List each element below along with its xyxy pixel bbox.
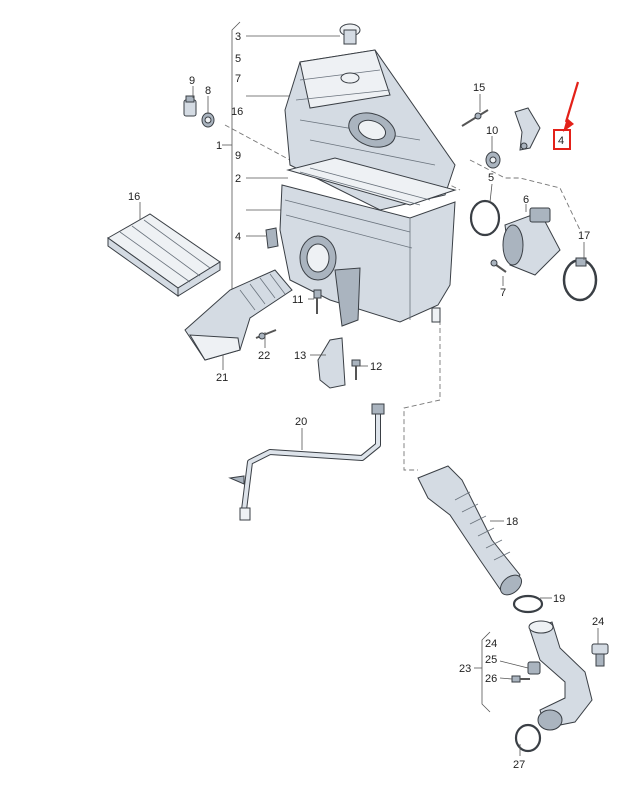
label-10: 10 bbox=[486, 125, 498, 137]
label-22: 22 bbox=[258, 350, 270, 362]
part-26-screw bbox=[511, 675, 530, 683]
bottom-bracket bbox=[474, 631, 529, 713]
label-24-right: 24 bbox=[592, 616, 604, 628]
part-22-screw bbox=[255, 329, 277, 340]
part-8-grommet bbox=[201, 112, 215, 128]
part-27-clamp bbox=[514, 723, 542, 753]
label-25: 25 bbox=[485, 654, 497, 666]
label-13: 13 bbox=[294, 350, 306, 362]
highlight-box bbox=[553, 129, 571, 150]
label-16-top: 16 bbox=[231, 106, 243, 118]
label-24: 24 bbox=[485, 638, 497, 650]
label-4-left: 4 bbox=[235, 231, 241, 243]
part-12-bolt bbox=[351, 359, 361, 380]
part-4-bracket bbox=[514, 107, 541, 151]
air-filter-housing-lower bbox=[279, 184, 456, 327]
red-arrowhead bbox=[563, 118, 574, 132]
part-23-charge-pipe bbox=[528, 620, 593, 731]
filter-element bbox=[286, 157, 457, 206]
label-5: 5 bbox=[488, 172, 494, 184]
label-5-top: 5 bbox=[235, 53, 241, 65]
part-4-clip bbox=[265, 227, 279, 249]
part-15-screw bbox=[461, 109, 489, 127]
label-27: 27 bbox=[513, 759, 525, 771]
part-20-hose bbox=[228, 403, 385, 521]
label-1: 1 bbox=[216, 140, 222, 152]
label-26: 26 bbox=[485, 673, 497, 685]
label-4-highlighted: 4 bbox=[558, 135, 564, 147]
part-21-intake-duct bbox=[184, 269, 293, 361]
part-13-bracket bbox=[317, 337, 346, 389]
label-9-mid: 9 bbox=[235, 150, 241, 162]
label-8: 8 bbox=[205, 85, 211, 97]
label-15: 15 bbox=[473, 82, 485, 94]
label-2: 2 bbox=[235, 173, 241, 185]
red-arrow bbox=[564, 81, 580, 123]
label-12: 12 bbox=[370, 361, 382, 373]
part-7-screw bbox=[490, 259, 507, 273]
label-7: 7 bbox=[500, 287, 506, 299]
label-21: 21 bbox=[216, 372, 228, 384]
part-25-nut bbox=[527, 661, 541, 675]
part-16-filter-insert bbox=[107, 213, 221, 297]
part-3-cap bbox=[339, 23, 361, 45]
label-7-top: 7 bbox=[235, 73, 241, 85]
part-18-intake-hose bbox=[417, 465, 523, 596]
label-18: 18 bbox=[506, 516, 518, 528]
label-leaders bbox=[139, 86, 599, 756]
part-9-fitting bbox=[183, 95, 197, 117]
label-17: 17 bbox=[578, 230, 590, 242]
label-16: 16 bbox=[128, 191, 140, 203]
part-19-clamp bbox=[512, 594, 544, 614]
label-9: 9 bbox=[189, 75, 195, 87]
part-6-air-mass-meter bbox=[502, 207, 561, 276]
part-11-bolt bbox=[313, 289, 322, 314]
label-23: 23 bbox=[459, 663, 471, 675]
part-5-o-ring bbox=[469, 199, 501, 237]
labels: 3 5 7 16 1 9 2 4 9 8 16 15 10 5 6 7 17 4… bbox=[128, 31, 604, 771]
label-19: 19 bbox=[553, 593, 565, 605]
label-11: 11 bbox=[292, 294, 303, 306]
part-10-grommet bbox=[485, 151, 501, 169]
label-20: 20 bbox=[295, 416, 307, 428]
part-24-sensor bbox=[591, 643, 609, 667]
part-17-clamp bbox=[562, 257, 598, 302]
highlight-annotation bbox=[553, 81, 580, 150]
label-6: 6 bbox=[523, 194, 529, 206]
label-3: 3 bbox=[235, 31, 241, 43]
